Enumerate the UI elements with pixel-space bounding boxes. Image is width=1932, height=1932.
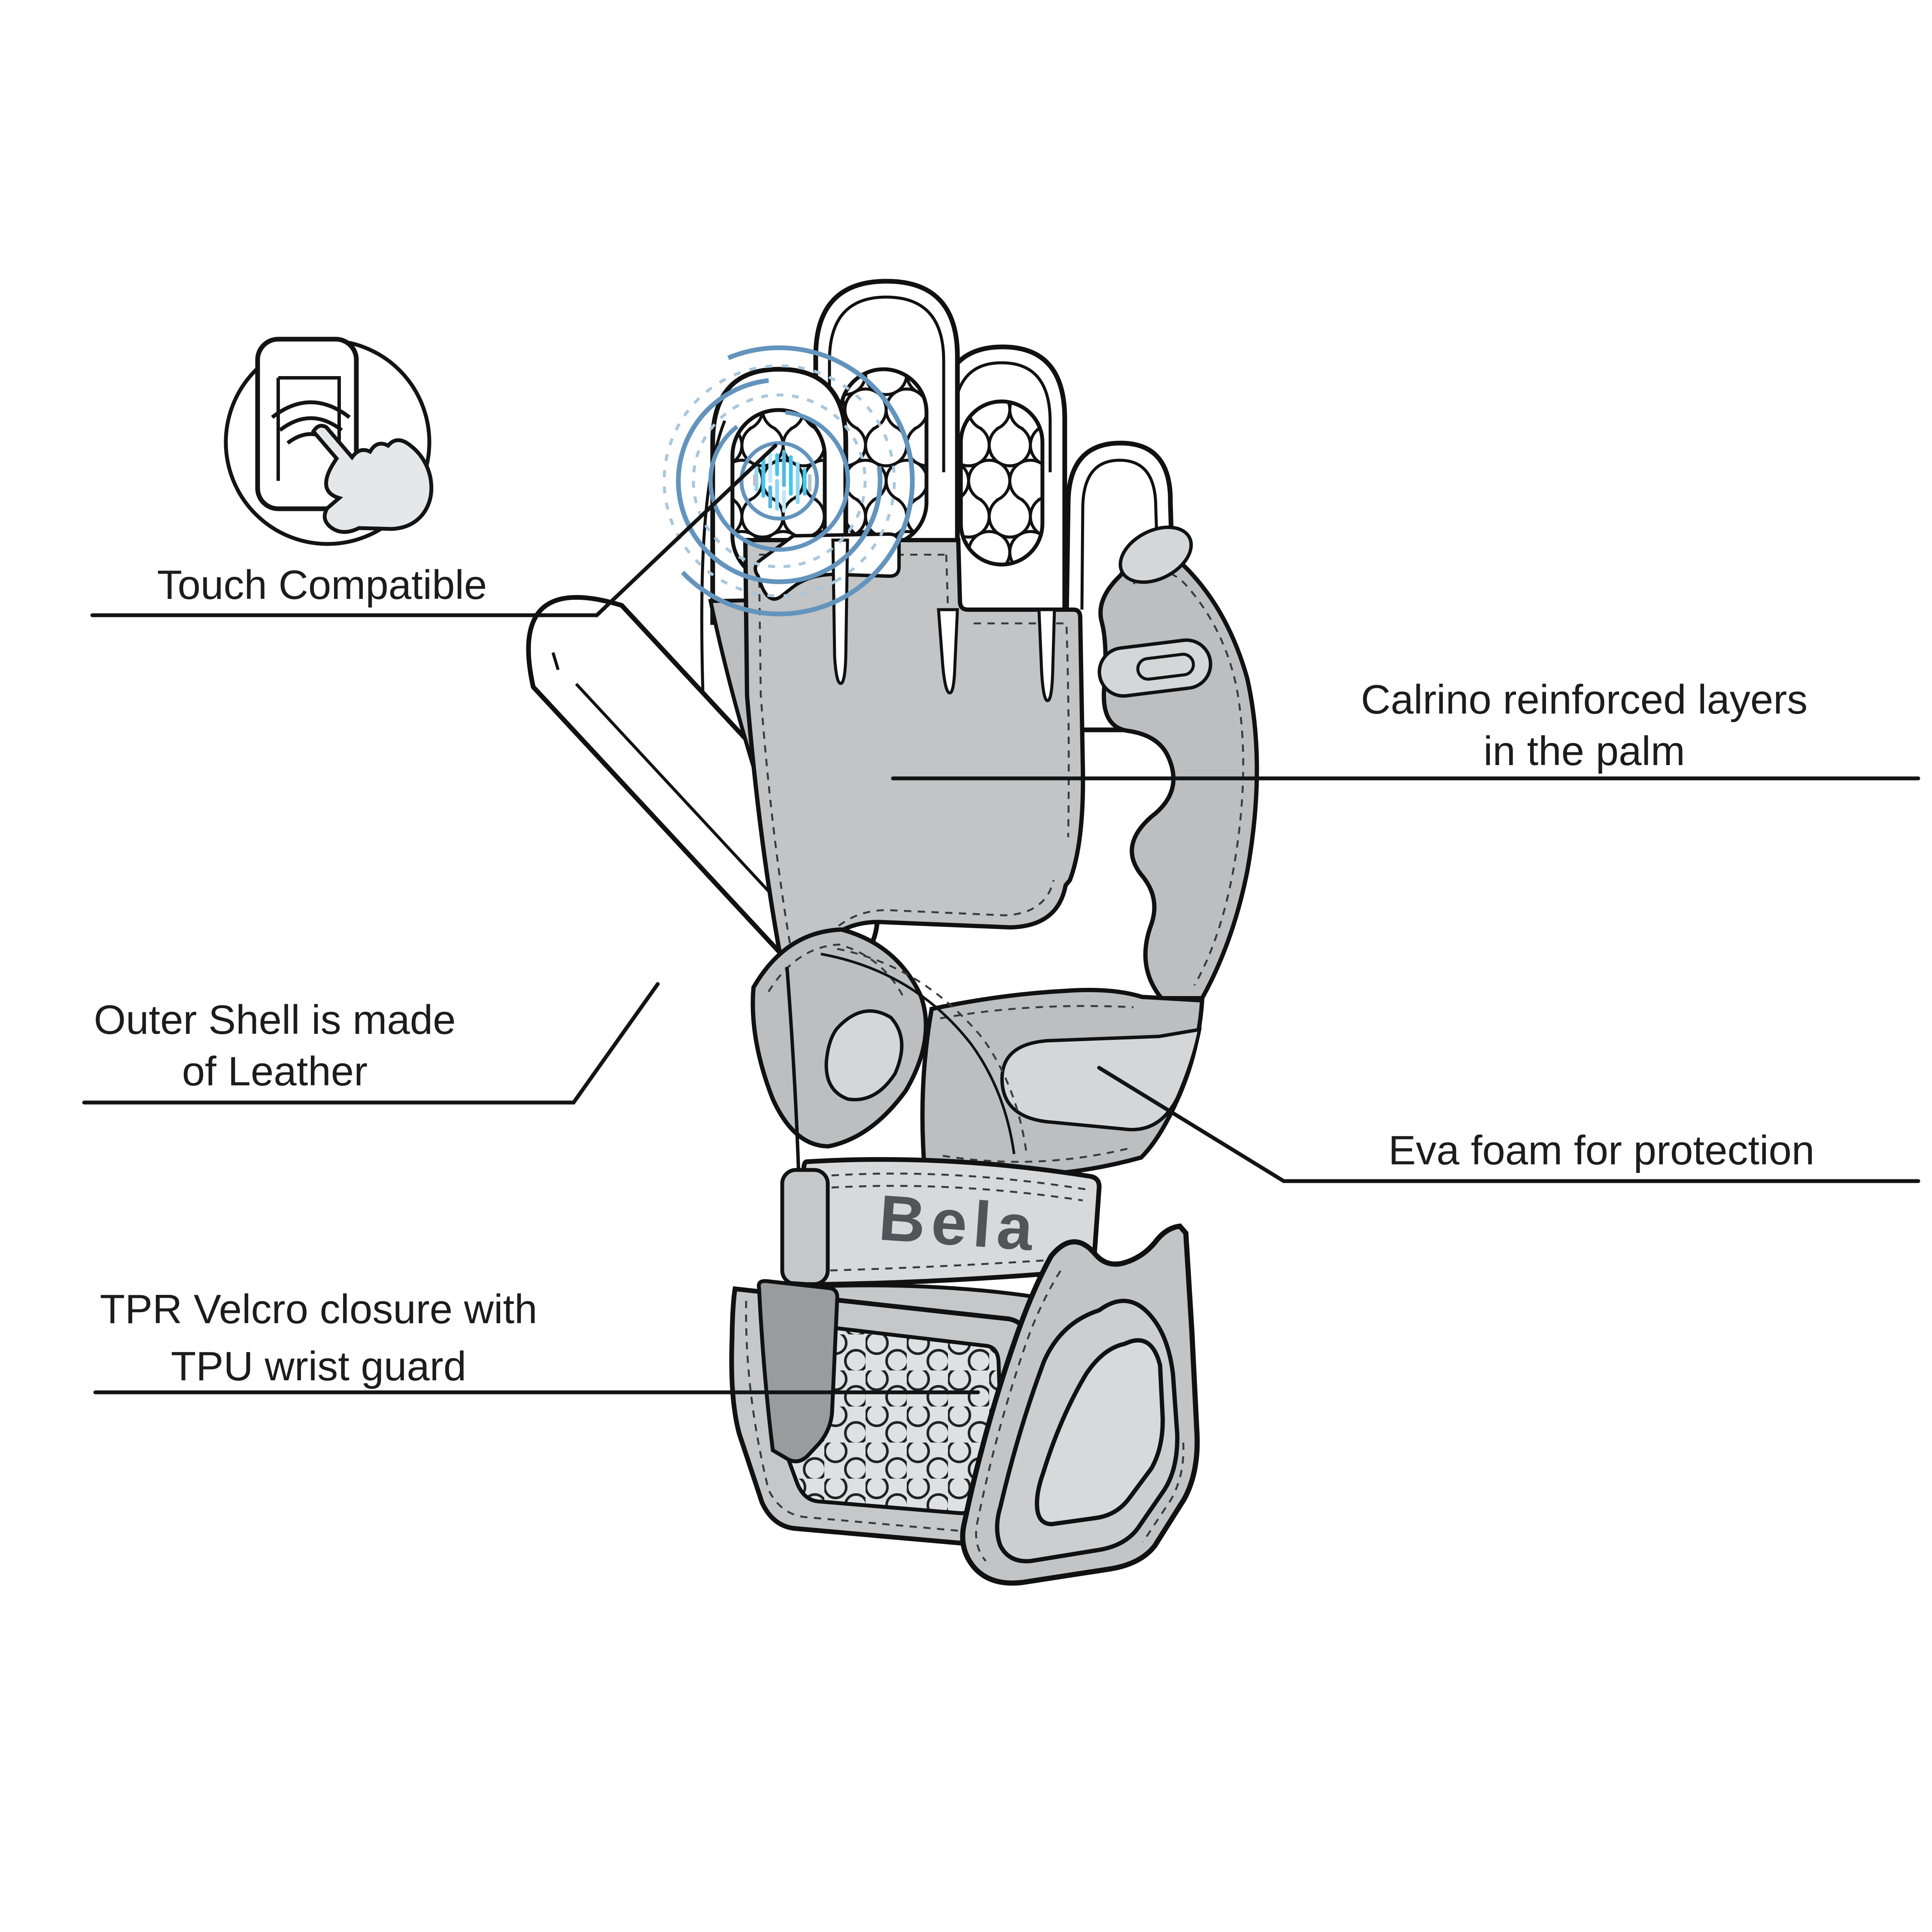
ring-finger [938, 344, 1067, 647]
pointing-hand-icon [311, 424, 434, 534]
heel-seam [820, 953, 1015, 1154]
cuff-dark-patch [756, 1279, 839, 1464]
label-calrino-line2: in the palm [1483, 728, 1685, 774]
side-panel [1097, 526, 1259, 1000]
brand-logo: Bela [877, 1181, 1042, 1264]
label-touch-compatible: Touch Compatible [157, 562, 487, 608]
finger-slit [937, 608, 959, 695]
eva-foam-inset [1000, 1027, 1202, 1131]
finger-slit [831, 538, 849, 685]
label-tpr-line2: TPU wrist guard [171, 1343, 466, 1389]
eva-foam-panel [920, 987, 1205, 1178]
glove-illustration: Bela [526, 279, 1259, 1586]
label-outer-shell-line1: Outer Shell is made [94, 997, 456, 1043]
ring-fingertip-mesh [959, 399, 1045, 567]
eva-leader-line [1097, 1066, 1920, 1183]
side-panel-inset-oval [1118, 526, 1193, 584]
label-calrino-line1: Calrino reinforced layers [1361, 677, 1807, 723]
tpu-guard-inner-layer [1035, 1338, 1165, 1527]
thumb-base-panel [750, 927, 928, 1149]
label-tpr-line1: TPR Velcro closure with [100, 1286, 537, 1332]
label-eva-foam: Eva foam for protection [1388, 1127, 1814, 1173]
finger-slit [1037, 608, 1056, 702]
thumb-base-inset [824, 1009, 904, 1102]
middle-finger [813, 279, 960, 582]
label-outer-shell-line2: of Leather [182, 1048, 368, 1094]
strap-buckle [780, 1168, 830, 1286]
wrist-cuff [729, 1279, 1033, 1546]
touch-compatible-icon [224, 337, 434, 546]
outer-shell-leader-line [82, 982, 660, 1105]
tpu-wrist-guard [960, 1223, 1200, 1586]
touch-leader-line [90, 444, 778, 617]
fingerprint-mark [753, 450, 811, 513]
